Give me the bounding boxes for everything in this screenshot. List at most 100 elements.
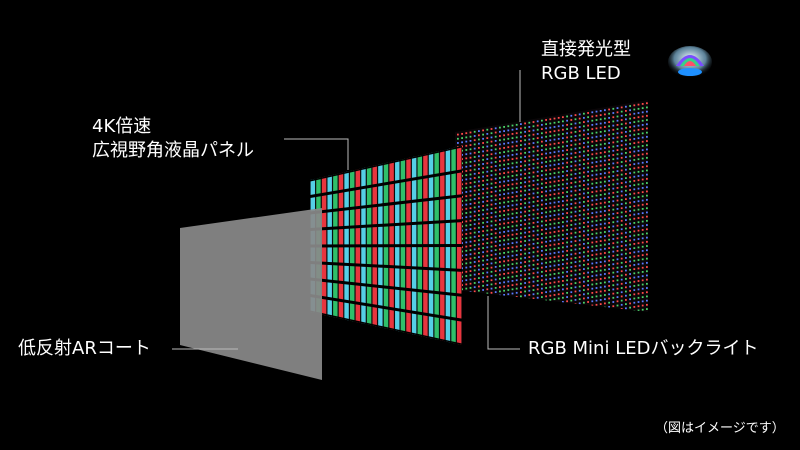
led-dot (646, 177, 648, 180)
led-dot (629, 189, 631, 191)
led-dot (461, 225, 463, 228)
led-dot (629, 256, 631, 259)
led-dot (625, 257, 627, 259)
led-dot (486, 179, 489, 181)
led-dot (469, 131, 472, 134)
led-dot (536, 170, 539, 173)
led-dot (620, 266, 623, 268)
led-dot (473, 223, 476, 226)
led-dot (608, 112, 610, 115)
led-dot (536, 154, 539, 156)
led-dot (503, 142, 505, 145)
led-dot (578, 117, 581, 120)
led-dot (633, 121, 636, 124)
led-dot (620, 194, 623, 197)
led-dot (583, 188, 585, 191)
led-dot (473, 193, 476, 196)
led-dot (486, 242, 489, 244)
led-dot (465, 149, 468, 151)
led-dot (646, 282, 648, 285)
led-dot (541, 191, 543, 193)
led-dot (541, 136, 543, 139)
led-dot (549, 286, 552, 289)
led-dot (545, 127, 547, 130)
led-dot (620, 123, 623, 126)
led-dot (633, 133, 636, 136)
led-dot (553, 264, 556, 267)
led-dot (465, 275, 468, 277)
led-dot (494, 186, 497, 189)
led-dot (469, 156, 472, 159)
led-dot (503, 281, 505, 284)
led-dot (574, 130, 577, 133)
led-dot (532, 205, 535, 207)
led-dot (646, 211, 648, 214)
led-dot (473, 189, 476, 192)
led-dot (465, 233, 468, 235)
led-dot (637, 107, 640, 110)
led-dot (486, 267, 489, 270)
lcd-row-separator (310, 219, 462, 231)
led-dot (578, 214, 581, 217)
led-dot (574, 261, 577, 263)
led-dot (482, 200, 484, 203)
led-dot (494, 161, 497, 163)
led-dot (646, 270, 648, 273)
led-dot (469, 265, 472, 268)
led-dot (641, 308, 644, 311)
led-dot (587, 250, 589, 253)
led-dot (612, 196, 615, 198)
leader-lines (172, 70, 521, 350)
led-dot (499, 135, 501, 137)
led-dot (499, 282, 501, 284)
led-dot (494, 207, 497, 210)
led-dot (595, 236, 598, 239)
led-dot (473, 261, 476, 263)
led-dot (641, 208, 644, 210)
led-dot (503, 193, 505, 196)
led-dot (494, 261, 497, 264)
led-dot (612, 200, 615, 203)
led-dot (625, 269, 627, 272)
led-dot (604, 172, 606, 175)
led-dot (583, 263, 585, 266)
led-dot (520, 169, 522, 172)
led-dot (465, 195, 468, 198)
led-dot (536, 120, 539, 123)
led-dot (490, 191, 493, 193)
led-dot (574, 235, 577, 238)
led-dot (599, 256, 602, 259)
led-dot (595, 119, 598, 121)
led-dot (574, 227, 577, 230)
led-dot (604, 117, 606, 120)
led-dot (641, 140, 644, 143)
led-dot (553, 121, 556, 124)
led-dot (629, 260, 631, 263)
led-dot (629, 210, 631, 212)
led-dot (629, 306, 631, 309)
led-dot (541, 140, 543, 143)
led-dot (461, 145, 463, 148)
led-dot (633, 293, 636, 296)
led-dot (608, 150, 610, 153)
led-dot (620, 291, 623, 294)
led-dot (549, 143, 552, 146)
led-dot (486, 128, 489, 131)
led-dot (574, 193, 577, 196)
led-dot (524, 189, 526, 192)
led-dot (553, 193, 556, 196)
led-dot (499, 261, 501, 263)
led-dot (478, 281, 480, 284)
led-dot (557, 213, 560, 216)
led-dot (461, 141, 463, 144)
led-dot (545, 135, 547, 138)
led-dot (541, 258, 543, 261)
led-dot (482, 209, 484, 212)
led-dot (620, 295, 623, 298)
led-dot (461, 263, 463, 265)
led-dot (574, 244, 577, 247)
led-dot (616, 220, 619, 223)
led-dot (461, 250, 463, 253)
led-dot (574, 210, 577, 213)
led-dot (465, 249, 468, 252)
